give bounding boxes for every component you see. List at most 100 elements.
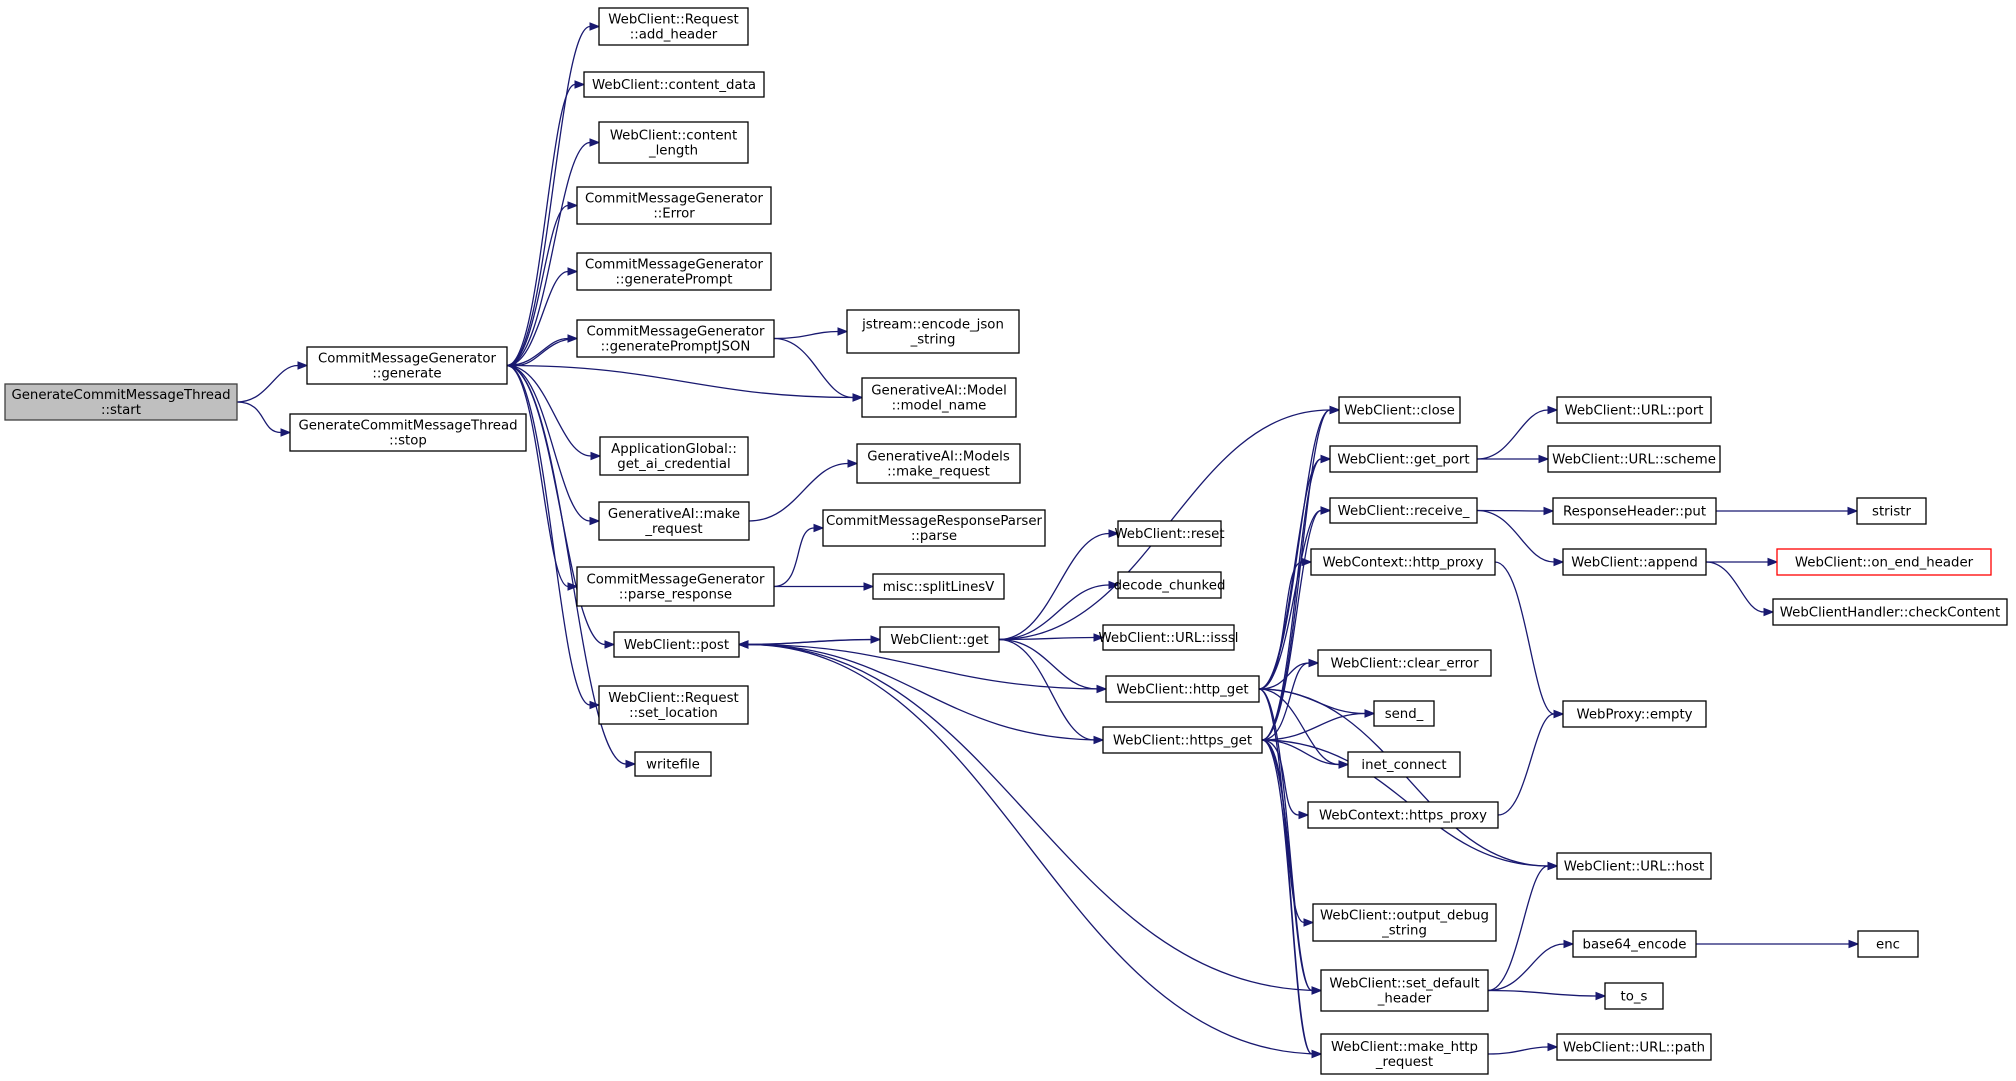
node-box-splitLinesV[interactable] [872, 573, 1005, 600]
node-box-inet_connect[interactable] [1347, 751, 1461, 778]
node-box-https_get[interactable] [1102, 726, 1263, 754]
node-post[interactable]: WebClient::post [613, 631, 740, 658]
node-box-set_location[interactable] [598, 685, 749, 725]
node-box-url_port[interactable] [1556, 396, 1712, 424]
node-box-url_path[interactable] [1556, 1033, 1712, 1061]
node-box-stop[interactable] [289, 413, 527, 452]
node-webproxy_empty[interactable]: WebProxy::empty [1562, 700, 1707, 728]
node-url_host[interactable]: WebClient::URL::host [1556, 852, 1712, 880]
node-box-enc[interactable] [1857, 930, 1919, 958]
node-box-url_scheme[interactable] [1547, 445, 1721, 473]
node-box-clear_error[interactable] [1317, 649, 1492, 677]
node-ai_make_request[interactable]: GenerativeAI::make_request [598, 501, 750, 541]
node-box-make_http_request[interactable] [1320, 1033, 1489, 1075]
node-to_s[interactable]: to_s [1604, 982, 1664, 1010]
node-box-get_ai_credential[interactable] [599, 436, 749, 476]
node-box-response_parser_parse[interactable] [822, 509, 1046, 547]
node-box-append[interactable] [1562, 548, 1707, 576]
node-box-generate[interactable] [306, 346, 508, 385]
node-box-webproxy_empty[interactable] [1562, 700, 1707, 728]
node-on_end_header[interactable]: WebClient::on_end_header [1776, 548, 1992, 576]
node-box-close[interactable] [1338, 396, 1461, 424]
node-box-content_length[interactable] [598, 121, 749, 164]
node-box-add_header[interactable] [598, 7, 749, 46]
node-box-writefile[interactable] [634, 751, 712, 777]
node-box-response_header_put[interactable] [1552, 497, 1717, 525]
node-set_location[interactable]: WebClient::Request::set_location [598, 685, 749, 725]
node-append[interactable]: WebClient::append [1562, 548, 1707, 576]
node-box-generatePromptJSON[interactable] [576, 319, 775, 358]
node-output_debug_string[interactable]: WebClient::output_debug_string [1312, 903, 1497, 942]
node-get_ai_credential[interactable]: ApplicationGlobal::get_ai_credential [599, 436, 749, 476]
node-box-http_get[interactable] [1105, 675, 1260, 703]
node-box-send_[interactable] [1373, 700, 1435, 727]
node-model_name[interactable]: GenerativeAI::Model::model_name [861, 377, 1017, 418]
node-clear_error[interactable]: WebClient::clear_error [1317, 649, 1492, 677]
node-box-url_host[interactable] [1556, 852, 1712, 880]
node-content_length[interactable]: WebClient::content_length [598, 121, 749, 164]
node-response_parser_parse[interactable]: CommitMessageResponseParser::parse [822, 509, 1046, 547]
node-box-generatePrompt[interactable] [576, 252, 772, 291]
node-isssl[interactable]: WebClient::URL::isssl [1099, 624, 1239, 651]
node-box-get[interactable] [879, 626, 1000, 653]
node-add_header[interactable]: WebClient::Request::add_header [598, 7, 749, 46]
node-box-model_name[interactable] [861, 377, 1017, 418]
node-https_proxy[interactable]: WebContext::https_proxy [1307, 801, 1499, 829]
node-base64_encode[interactable]: base64_encode [1572, 930, 1697, 958]
node-close[interactable]: WebClient::close [1338, 396, 1461, 424]
node-box-decode_chunked[interactable] [1117, 571, 1222, 599]
node-models_make_request[interactable]: GenerativeAI::Models::make_request [856, 443, 1021, 484]
node-generate[interactable]: CommitMessageGenerator::generate [306, 346, 508, 385]
node-box-on_end_header[interactable] [1776, 548, 1992, 576]
node-box-models_make_request[interactable] [856, 443, 1021, 484]
node-get[interactable]: WebClient::get [879, 626, 1000, 653]
node-box-parse_response[interactable] [576, 566, 775, 607]
node-box-error[interactable] [576, 186, 772, 225]
node-box-isssl[interactable] [1102, 624, 1235, 651]
node-box-start[interactable] [4, 383, 238, 421]
node-box-content_data[interactable] [583, 71, 765, 98]
node-stop[interactable]: GenerateCommitMessageThread::stop [289, 413, 527, 452]
node-stristr[interactable]: stristr [1856, 497, 1927, 525]
node-url_path[interactable]: WebClient::URL::path [1556, 1033, 1712, 1061]
node-parse_response[interactable]: CommitMessageGenerator::parse_response [576, 566, 775, 607]
node-start[interactable]: GenerateCommitMessageThread::start [4, 383, 238, 421]
node-box-stristr[interactable] [1856, 497, 1927, 525]
node-make_http_request[interactable]: WebClient::make_http_request [1320, 1033, 1489, 1075]
node-reset[interactable]: WebClient::reset [1114, 520, 1225, 547]
node-box-to_s[interactable] [1604, 982, 1664, 1010]
node-box-base64_encode[interactable] [1572, 930, 1697, 958]
node-send_[interactable]: send_ [1373, 700, 1435, 727]
node-http_proxy[interactable]: WebContext::http_proxy [1310, 548, 1496, 576]
node-http_get[interactable]: WebClient::http_get [1105, 675, 1260, 703]
node-error[interactable]: CommitMessageGenerator::Error [576, 186, 772, 225]
node-enc[interactable]: enc [1857, 930, 1919, 958]
node-writefile[interactable]: writefile [634, 751, 712, 777]
node-get_port[interactable]: WebClient::get_port [1329, 445, 1478, 473]
node-url_port[interactable]: WebClient::URL::port [1556, 396, 1712, 424]
node-box-output_debug_string[interactable] [1312, 903, 1497, 942]
node-box-ai_make_request[interactable] [598, 501, 750, 541]
node-box-reset[interactable] [1117, 520, 1222, 547]
node-generatePromptJSON[interactable]: CommitMessageGenerator::generatePromptJS… [576, 319, 775, 358]
node-splitLinesV[interactable]: misc::splitLinesV [872, 573, 1005, 600]
node-box-encode_json_string[interactable] [846, 309, 1020, 354]
node-box-receive_[interactable] [1329, 497, 1478, 524]
node-checkContent[interactable]: WebClientHandler::checkContent [1772, 598, 2008, 626]
node-box-post[interactable] [613, 631, 740, 658]
node-box-get_port[interactable] [1329, 445, 1478, 473]
node-encode_json_string[interactable]: jstream::encode_json_string [846, 309, 1020, 354]
node-receive_[interactable]: WebClient::receive_ [1329, 497, 1478, 524]
node-box-https_proxy[interactable] [1307, 801, 1499, 829]
node-response_header_put[interactable]: ResponseHeader::put [1552, 497, 1717, 525]
node-decode_chunked[interactable]: decode_chunked [1114, 571, 1226, 599]
node-box-checkContent[interactable] [1772, 598, 2008, 626]
node-inet_connect[interactable]: inet_connect [1347, 751, 1461, 778]
node-https_get[interactable]: WebClient::https_get [1102, 726, 1263, 754]
node-box-http_proxy[interactable] [1310, 548, 1496, 576]
node-url_scheme[interactable]: WebClient::URL::scheme [1547, 445, 1721, 473]
node-set_default_header[interactable]: WebClient::set_default_header [1320, 969, 1489, 1012]
node-content_data[interactable]: WebClient::content_data [583, 71, 765, 98]
node-box-set_default_header[interactable] [1320, 969, 1489, 1012]
node-generatePrompt[interactable]: CommitMessageGenerator::generatePrompt [576, 252, 772, 291]
